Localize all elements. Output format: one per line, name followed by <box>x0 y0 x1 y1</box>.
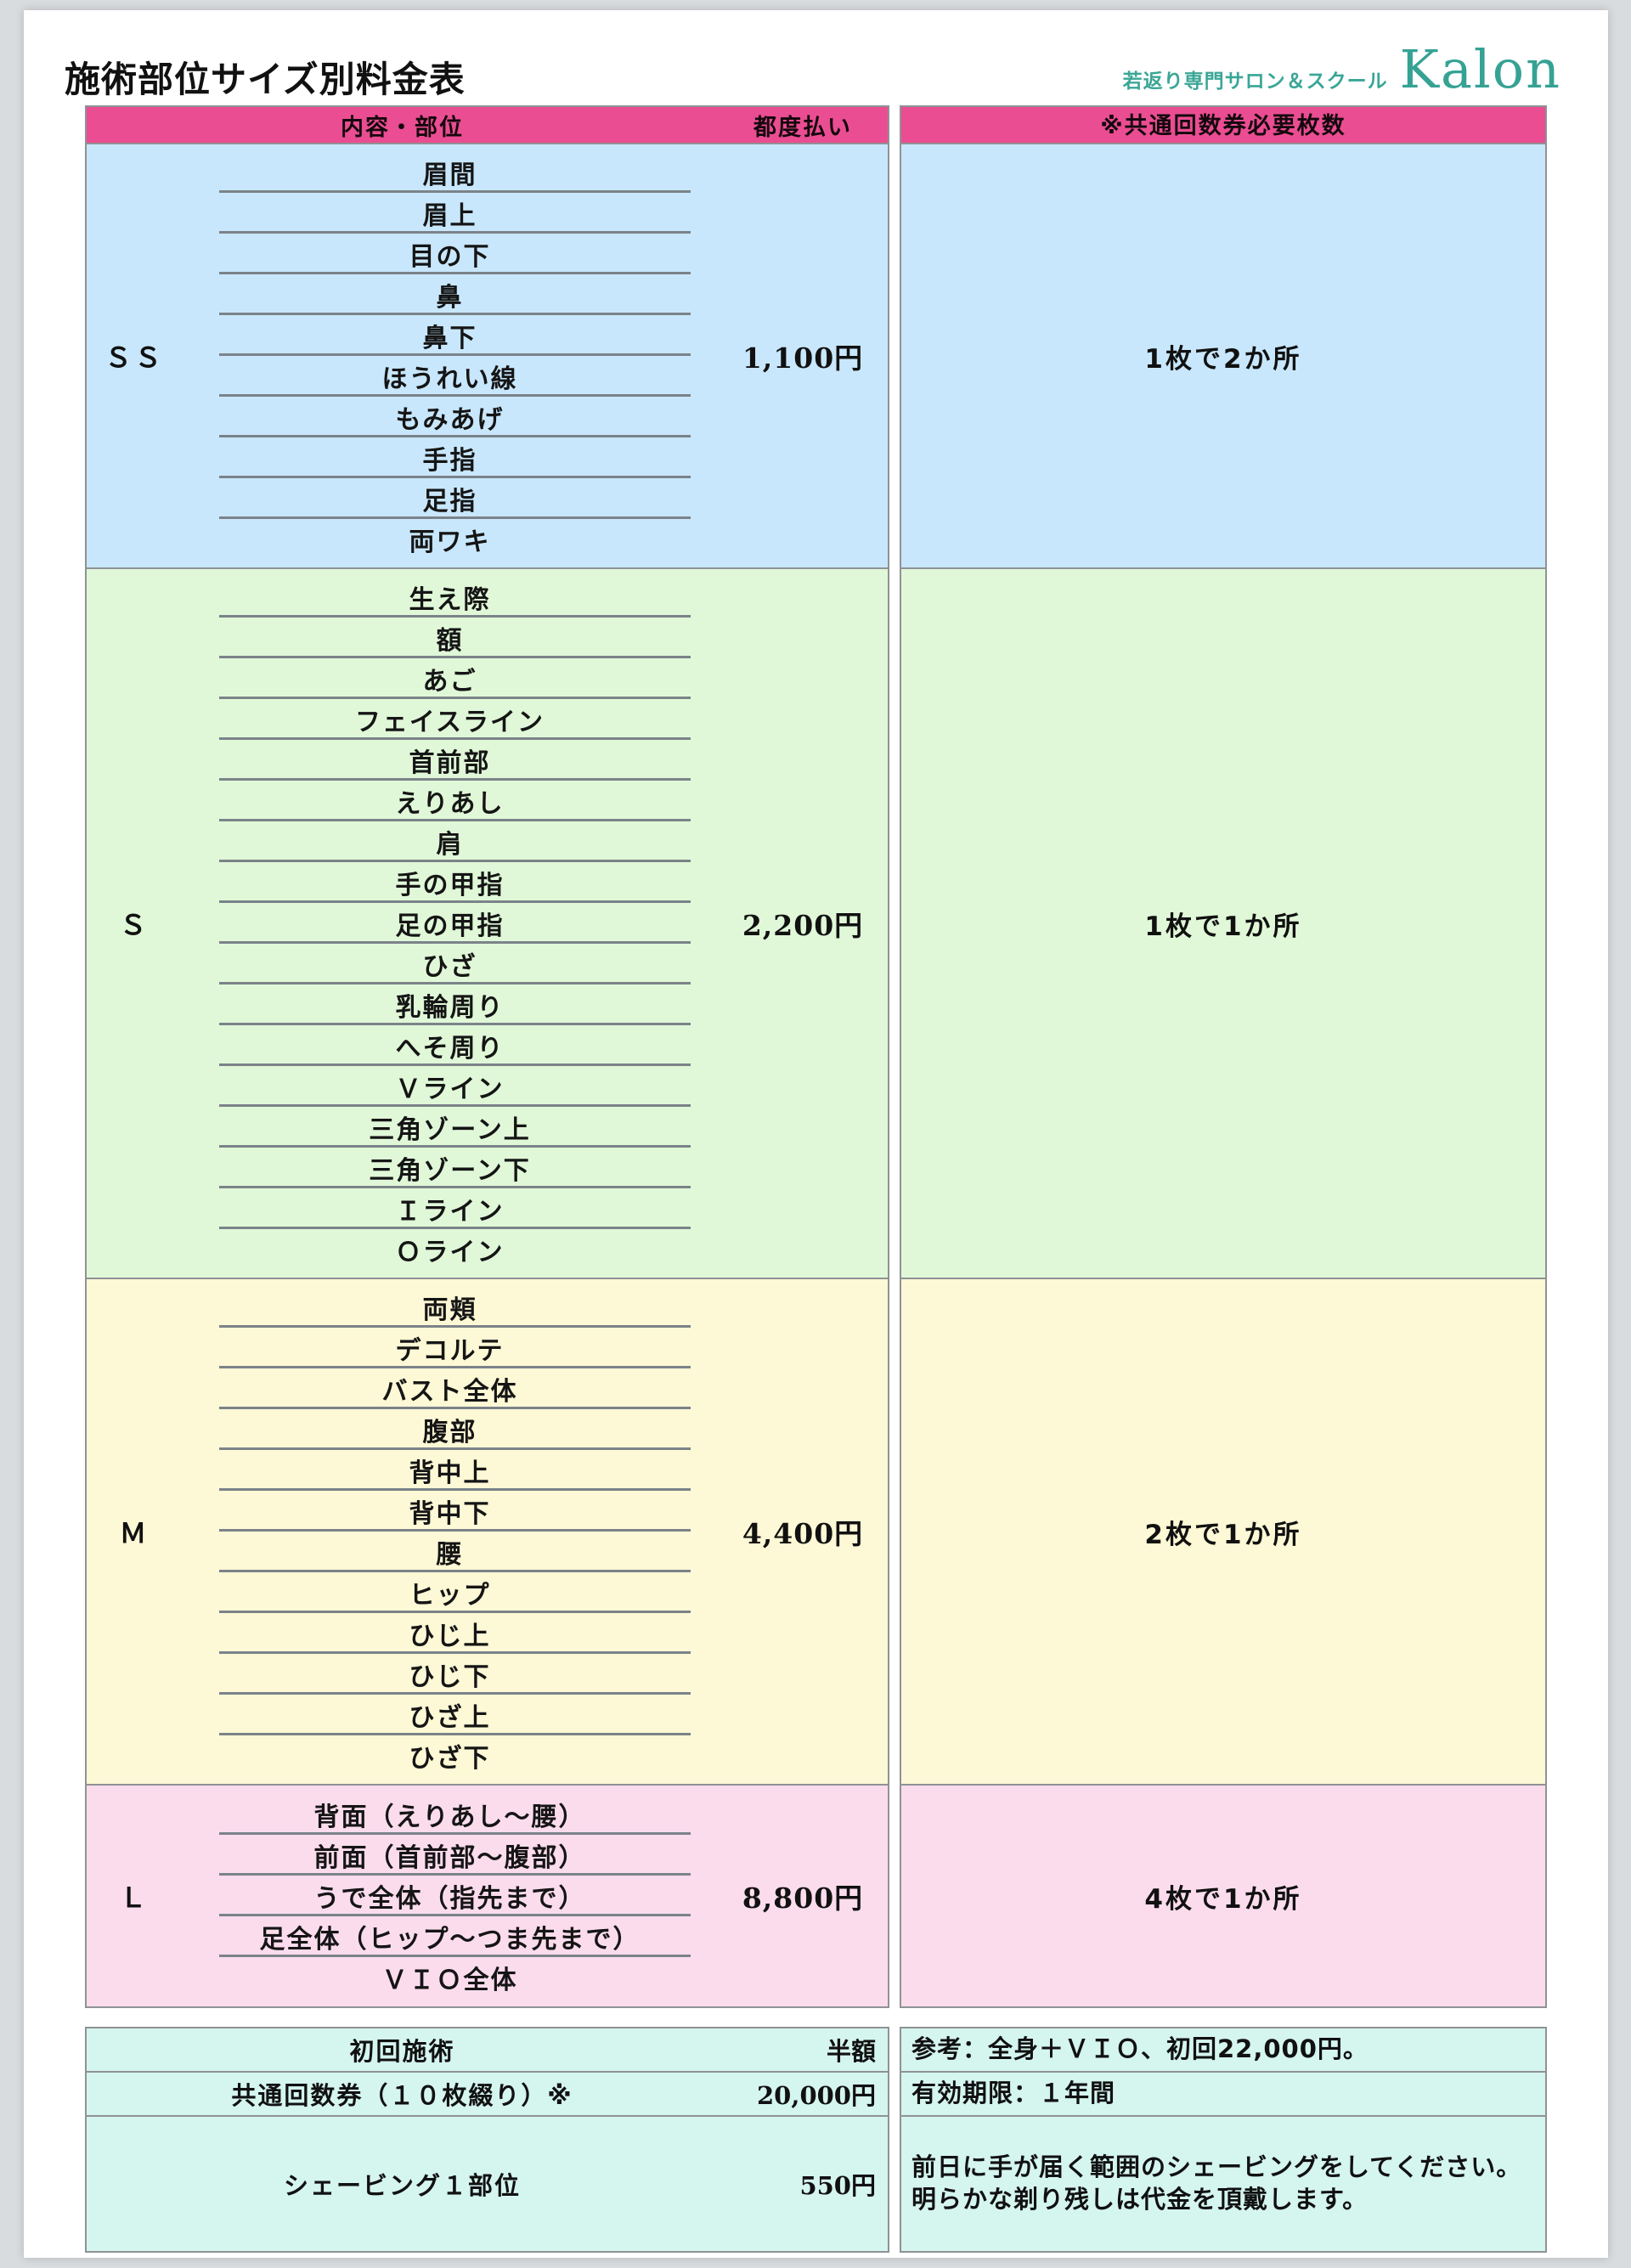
item-row: 首前部 <box>190 740 709 781</box>
item-row: 生え際 <box>190 577 709 618</box>
item-row: Ｉライン <box>190 1188 709 1229</box>
footer-note: 前日に手が届く範囲のシェービングをしてください。明らかな剃り残しは代金を頂戴しま… <box>911 2152 1522 2214</box>
footer-row: 初回施術 半額 <box>87 2028 888 2073</box>
item-row: ヒップ <box>190 1572 709 1613</box>
item-row: 両ワキ <box>409 528 491 557</box>
item-row: もみあげ <box>190 397 709 437</box>
item-row: フェイスライン <box>190 699 709 740</box>
item-row: へそ周り <box>190 1025 709 1066</box>
item-row: えりあし <box>190 781 709 821</box>
size-label: Ｌ <box>119 1882 150 1914</box>
item-row: 鼻 <box>190 274 709 315</box>
footer-note: 有効期限：１年間 <box>901 2073 1545 2117</box>
price-value: 1,100円 <box>742 341 864 375</box>
items-list: 背面（えりあし〜腰）前面（首前部〜腹部）うで全体（指先まで）足全体（ヒップ〜つま… <box>182 1786 718 2006</box>
footer-notes-table: 参考：全身＋ＶＩＯ、初回22,000円。有効期限：１年間前日に手が届く範囲のシェ… <box>900 2027 1547 2253</box>
footer-item-name: シェービング１部位 <box>283 2171 521 2200</box>
price-value: 8,800円 <box>742 1882 864 1915</box>
item-row: 足指 <box>190 478 709 519</box>
item-row: ひざ下 <box>409 1744 491 1774</box>
page-title: 施術部位サイズ別料金表 <box>65 59 466 100</box>
table-header-row: 内容・部位 都度払い <box>87 107 888 144</box>
item-row: 乳輪周り <box>190 984 709 1025</box>
footer-row: シェービング１部位 550円 <box>87 2117 888 2251</box>
ticket-requirement: 1枚で1か所 <box>901 569 1545 1279</box>
item-row: 足の甲指 <box>190 903 709 944</box>
footer-item-name: 初回施術 <box>349 2037 455 2066</box>
size-section-2: Ｍ 両頬デコルテバスト全体腹部背中上背中下腰ヒップひじ上ひじ下ひざ上ひざ下 4,40… <box>87 1279 888 1786</box>
item-row: Ｖライン <box>190 1066 709 1107</box>
main-price-table: 内容・部位 都度払い ＳＳ 眉間眉上目の下鼻鼻下ほうれい線もみあげ手指足指両ワキ 1… <box>85 105 1547 2008</box>
column-header-tickets: ※共通回数券必要枚数 <box>901 107 1545 144</box>
item-row: バスト全体 <box>190 1368 709 1409</box>
item-row: 背面（えりあし〜腰） <box>190 1794 709 1835</box>
item-row: ひじ下 <box>190 1654 709 1695</box>
brand-logo: 若返り専門サロン＆スクール Kalon <box>1122 38 1561 100</box>
column-header-price: 都度払い <box>753 114 852 141</box>
price-list-page: 施術部位サイズ別料金表 若返り専門サロン＆スクール Kalon 内容・部位 都度… <box>24 10 1608 2258</box>
item-row: 腹部 <box>190 1409 709 1450</box>
footer-note: 参考：全身＋ＶＩＯ、初回22,000円。 <box>901 2028 1545 2073</box>
size-label: Ｓ <box>119 909 150 941</box>
item-row: ＶＩＯ全体 <box>381 1966 518 1995</box>
ticket-requirement: 1枚で2か所 <box>901 144 1545 569</box>
items-list: 眉間眉上目の下鼻鼻下ほうれい線もみあげ手指足指両ワキ <box>182 144 718 567</box>
price-value: 4,400円 <box>742 1517 864 1550</box>
item-row: 手の甲指 <box>190 862 709 903</box>
item-row: 肩 <box>190 821 709 862</box>
item-row: Ｏライン <box>395 1238 505 1267</box>
size-section-1: Ｓ 生え際額あごフェイスライン首前部えりあし肩手の甲指足の甲指ひざ乳輪周りへそ周り… <box>87 569 888 1279</box>
size-label: ＳＳ <box>104 341 164 374</box>
item-row: 腰 <box>190 1532 709 1572</box>
footer-item-value: 半額 <box>826 2037 876 2066</box>
item-row: うで全体（指先まで） <box>190 1876 709 1916</box>
items-table-body: ＳＳ 眉間眉上目の下鼻鼻下ほうれい線もみあげ手指足指両ワキ 1,100円 Ｓ 生え際額あ… <box>87 144 888 2006</box>
brand-name: Kalon <box>1399 38 1561 100</box>
size-label: Ｍ <box>119 1517 150 1549</box>
footer-item-value: 20,000円 <box>757 2081 876 2110</box>
footer-row: 共通回数券（１０枚綴り）※ 20,000円 <box>87 2073 888 2117</box>
footer-item-name: 共通回数券（１０枚綴り）※ <box>231 2081 573 2110</box>
items-price-table: 内容・部位 都度払い ＳＳ 眉間眉上目の下鼻鼻下ほうれい線もみあげ手指足指両ワキ 1… <box>85 105 889 2008</box>
ticket-requirement: 4枚で1か所 <box>901 1786 1545 2006</box>
brand-tagline: 若返り専門サロン＆スクール <box>1122 71 1388 93</box>
size-section-3: Ｌ 背面（えりあし〜腰）前面（首前部〜腹部）うで全体（指先まで）足全体（ヒップ〜つ… <box>87 1786 888 2006</box>
item-row: 眉間 <box>190 152 709 193</box>
item-row: 額 <box>190 618 709 658</box>
footer-item-value: 550円 <box>799 2171 876 2200</box>
size-section-0: ＳＳ 眉間眉上目の下鼻鼻下ほうれい線もみあげ手指足指両ワキ 1,100円 <box>87 144 888 569</box>
item-row: 両頬 <box>190 1287 709 1328</box>
item-row: 背中下 <box>190 1491 709 1532</box>
item-row: 手指 <box>190 437 709 478</box>
items-list: 両頬デコルテバスト全体腹部背中上背中下腰ヒップひじ上ひじ下ひざ上ひざ下 <box>182 1279 718 1784</box>
item-row: 足全体（ヒップ〜つま先まで） <box>190 1916 709 1957</box>
column-header-items: 内容・部位 <box>341 114 464 141</box>
document-header: 施術部位サイズ別料金表 若返り専門サロン＆スクール Kalon <box>24 10 1608 105</box>
item-row: 鼻下 <box>190 315 709 356</box>
item-row: 眉上 <box>190 193 709 234</box>
item-row: 背中上 <box>190 1450 709 1491</box>
item-row: 前面（首前部〜腹部） <box>190 1835 709 1876</box>
item-row: 目の下 <box>190 234 709 274</box>
item-row: デコルテ <box>190 1328 709 1368</box>
item-row: 三角ゾーン上 <box>190 1107 709 1148</box>
footer-items-table: 初回施術 半額共通回数券（１０枚綴り）※ 20,000円シェービング１部位 550円 <box>85 2027 889 2253</box>
item-row: 三角ゾーン下 <box>190 1148 709 1188</box>
item-row: ほうれい線 <box>190 356 709 397</box>
item-row: あご <box>190 658 709 699</box>
item-row: ひざ <box>190 944 709 984</box>
item-row: ひざ上 <box>190 1695 709 1735</box>
item-row: ひじ上 <box>190 1613 709 1654</box>
ticket-requirement: 2枚で1か所 <box>901 1279 1545 1786</box>
price-value: 2,200円 <box>742 909 864 942</box>
